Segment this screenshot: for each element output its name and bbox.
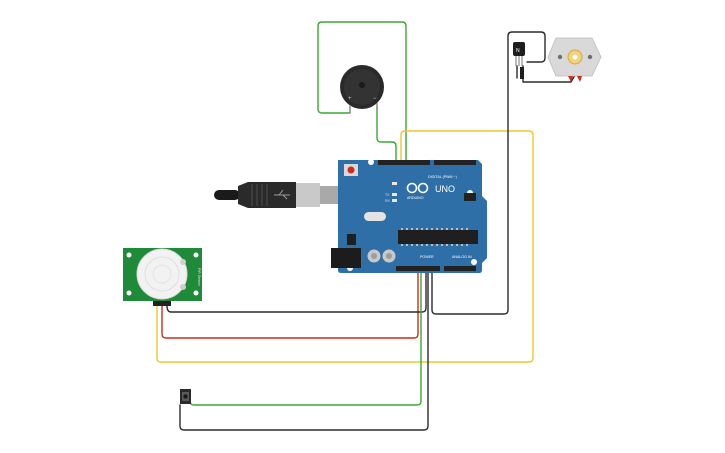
wire-yellow-loop[interactable] bbox=[156, 130, 534, 363]
wire-black-ground-pir[interactable] bbox=[166, 269, 427, 313]
arduino-brand-label: ARDUINO bbox=[407, 196, 424, 200]
wire-buzzer-loop[interactable] bbox=[317, 21, 407, 164]
transistor-label: N bbox=[516, 48, 520, 54]
usb-cable[interactable] bbox=[214, 182, 342, 208]
digital-header-label: DIGITAL (PWM ~) bbox=[428, 175, 457, 179]
arduino-infinity-logo-icon bbox=[406, 182, 429, 194]
wires bbox=[156, 21, 576, 431]
usb-symbol-icon bbox=[274, 189, 290, 200]
arduino-uno-board[interactable]: TX RX bbox=[331, 159, 487, 273]
pir-side-label: PIR Sensor bbox=[197, 268, 201, 287]
chip-pins bbox=[401, 228, 468, 246]
buzzer-minus-label: − bbox=[373, 96, 377, 102]
wire-black-motor[interactable] bbox=[431, 31, 546, 315]
piezo-buzzer[interactable]: + − bbox=[340, 65, 384, 113]
arduino-model-label: UNO bbox=[435, 184, 455, 194]
usb-grip-ridges bbox=[251, 184, 268, 206]
tx-label: TX bbox=[385, 193, 390, 197]
power-header-label: POWER bbox=[420, 255, 434, 259]
dc-motor[interactable] bbox=[547, 37, 602, 82]
pir-sensor[interactable]: PIR Sensor bbox=[123, 248, 202, 306]
buzzer-plus-label: + bbox=[348, 96, 352, 102]
wire-buzzer-signal[interactable] bbox=[376, 107, 397, 164]
wire-black-button[interactable] bbox=[179, 269, 429, 431]
analog-header-label: ANALOG IN bbox=[452, 255, 472, 259]
pushbutton[interactable] bbox=[180, 389, 191, 404]
rx-label: RX bbox=[385, 199, 391, 203]
wire-red-power[interactable] bbox=[161, 269, 419, 339]
transistor[interactable]: N bbox=[513, 42, 525, 79]
